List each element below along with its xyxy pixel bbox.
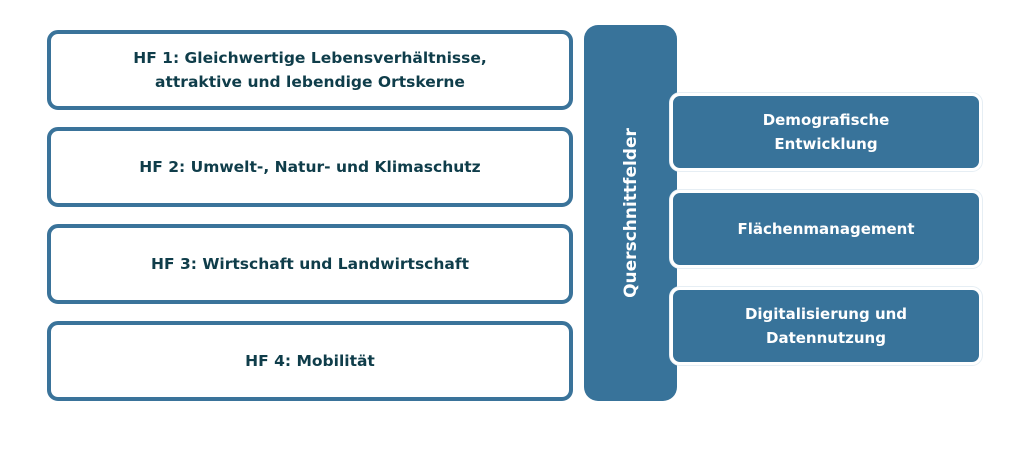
qf1-label-line2: Entwicklung bbox=[774, 135, 878, 153]
querschnitt-label: Querschnittfelder bbox=[620, 128, 641, 298]
qf2-label: Flächenmanagement bbox=[737, 220, 915, 238]
qf3-label-line1: Digitalisierung und bbox=[744, 305, 908, 323]
querschnitt-bar: Querschnittfelder bbox=[584, 25, 677, 401]
hf3-box: HF 3: Wirtschaft und Landwirtschaft bbox=[47, 224, 573, 304]
hf1-label-line2: attraktive und lebendige Ortskerne bbox=[155, 73, 465, 91]
qf-demografie-box: Demografische Entwicklung bbox=[670, 93, 982, 171]
qf-flaechen-box: Flächenmanagement bbox=[670, 190, 982, 268]
qf-digital-box: Digitalisierung und Datennutzung bbox=[670, 287, 982, 365]
hf4-box: HF 4: Mobilität bbox=[47, 321, 573, 401]
hf1-box: HF 1: Gleichwertige Lebensverhältnisse, … bbox=[47, 30, 573, 110]
qf3-label-line2: Datennutzung bbox=[766, 329, 886, 347]
hf4-label: HF 4: Mobilität bbox=[245, 352, 375, 370]
hf3-label: HF 3: Wirtschaft und Landwirtschaft bbox=[150, 255, 470, 273]
hf2-label: HF 2: Umwelt-, Natur- und Klimaschutz bbox=[139, 158, 481, 176]
hf2-box: HF 2: Umwelt-, Natur- und Klimaschutz bbox=[47, 127, 573, 207]
hf1-label-line1: HF 1: Gleichwertige Lebensverhältnisse, bbox=[133, 49, 487, 67]
qf1-label-line1: Demografische bbox=[762, 111, 890, 129]
